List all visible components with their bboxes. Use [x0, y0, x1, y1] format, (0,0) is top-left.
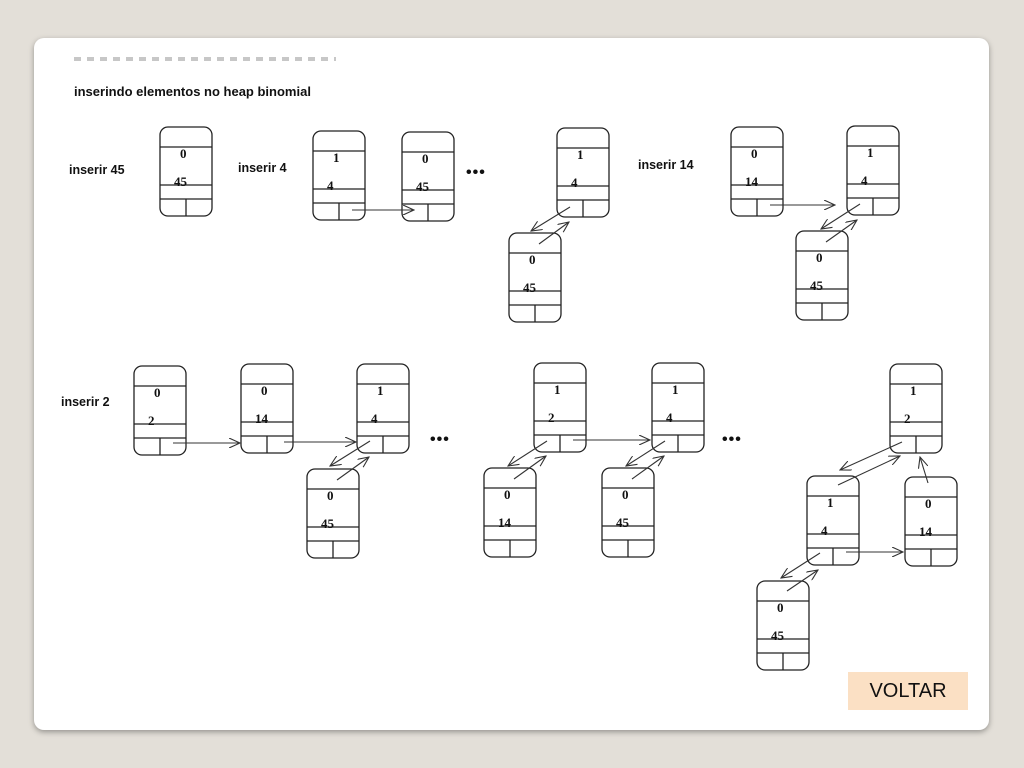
heap-node: 14: [556, 127, 610, 218]
heap-node: 14: [806, 475, 860, 566]
heap-node: 0 45: [159, 126, 213, 217]
heap-node: 0 14: [904, 476, 958, 567]
node-degree: 0: [261, 383, 268, 398]
node-key: 4: [821, 523, 828, 538]
node-degree: 1: [910, 383, 917, 398]
heap-node: 0 45: [306, 468, 360, 559]
parent-arrow: [840, 441, 903, 470]
ellipsis: •••: [430, 431, 450, 448]
heap-node: 0 45: [401, 131, 455, 222]
step-label-inserir-45: inserir 45: [69, 163, 125, 177]
node-degree: 0: [816, 250, 823, 265]
heap-node: 0 45: [508, 232, 562, 323]
child-arrow: [538, 222, 569, 245]
node-degree: 1: [577, 147, 584, 162]
node-key: 4: [371, 411, 378, 426]
node-key: 45: [416, 179, 430, 194]
heap-node: 0 45: [601, 467, 655, 558]
node-key: 14: [919, 524, 933, 539]
parent-arrow: [781, 552, 821, 578]
heap-node: 12: [889, 363, 943, 454]
heap-node: 02: [133, 365, 187, 456]
node-degree: 0: [622, 487, 629, 502]
child-arrow: [631, 456, 664, 480]
heap-node: 0 14: [483, 467, 537, 558]
node-degree: 0: [777, 600, 784, 615]
node-degree: 0: [504, 487, 511, 502]
heap-node: 0 45: [795, 230, 849, 321]
ellipsis: •••: [466, 164, 486, 181]
heap-node: 0 45: [756, 580, 810, 671]
node-key: 4: [327, 178, 334, 193]
node-key: 14: [745, 174, 759, 189]
voltar-button[interactable]: VOLTAR: [848, 672, 968, 710]
node-key: 45: [523, 280, 537, 295]
node-degree: 0: [422, 151, 429, 166]
parent-arrow: [531, 206, 571, 231]
heap-node: 14: [312, 130, 366, 221]
node-degree: 1: [827, 495, 834, 510]
node-key: 45: [616, 515, 630, 530]
heap-node: 14: [846, 125, 900, 216]
ellipsis: •••: [722, 431, 742, 448]
step-label-inserir-2: inserir 2: [61, 395, 110, 409]
node-degree: 1: [672, 382, 679, 397]
node-degree: 0: [180, 146, 187, 161]
child-arrow: [336, 457, 369, 481]
child-arrow: [786, 570, 818, 592]
node-key: 4: [571, 175, 578, 190]
heap-node: 0 14: [240, 363, 294, 454]
parent-arrow: [508, 440, 548, 466]
node-degree: 0: [751, 146, 758, 161]
node-key: 2: [148, 413, 155, 428]
node-key: 45: [174, 174, 188, 189]
heap-node: 14: [651, 362, 705, 453]
node-key: 4: [666, 410, 673, 425]
parent-arrow: [821, 203, 861, 229]
node-key: 2: [548, 410, 555, 425]
heap-node: 14: [356, 363, 410, 454]
node-key: 14: [255, 411, 269, 426]
step-label-inserir-4: inserir 4: [238, 161, 287, 175]
parent-arrow: [330, 440, 371, 466]
node-degree: 0: [925, 496, 932, 511]
parent-arrow: [626, 440, 666, 466]
step-label-inserir-14: inserir 14: [638, 158, 694, 172]
heap-node: 0 14: [730, 126, 784, 217]
node-degree: 0: [154, 385, 161, 400]
heap-node: 12: [533, 362, 587, 453]
diagram-title: inserindo elementos no heap binomial: [74, 84, 311, 99]
node-degree: 1: [554, 382, 561, 397]
child-arrow: [513, 456, 546, 480]
node-degree: 0: [529, 252, 536, 267]
node-degree: 1: [867, 145, 874, 160]
node-key: 45: [810, 278, 824, 293]
faded-text-line: [74, 57, 336, 61]
node-degree: 1: [377, 383, 384, 398]
node-degree: 0: [327, 488, 334, 503]
child-arrow: [837, 456, 900, 486]
child-arrow: [920, 457, 929, 484]
node-key: 14: [498, 515, 512, 530]
node-key: 4: [861, 173, 868, 188]
node-degree: 1: [333, 150, 340, 165]
pointer-arrows: [173, 203, 929, 592]
child-arrow: [825, 220, 857, 243]
node-key: 45: [771, 628, 785, 643]
node-key: 2: [904, 411, 911, 426]
node-key: 45: [321, 516, 335, 531]
